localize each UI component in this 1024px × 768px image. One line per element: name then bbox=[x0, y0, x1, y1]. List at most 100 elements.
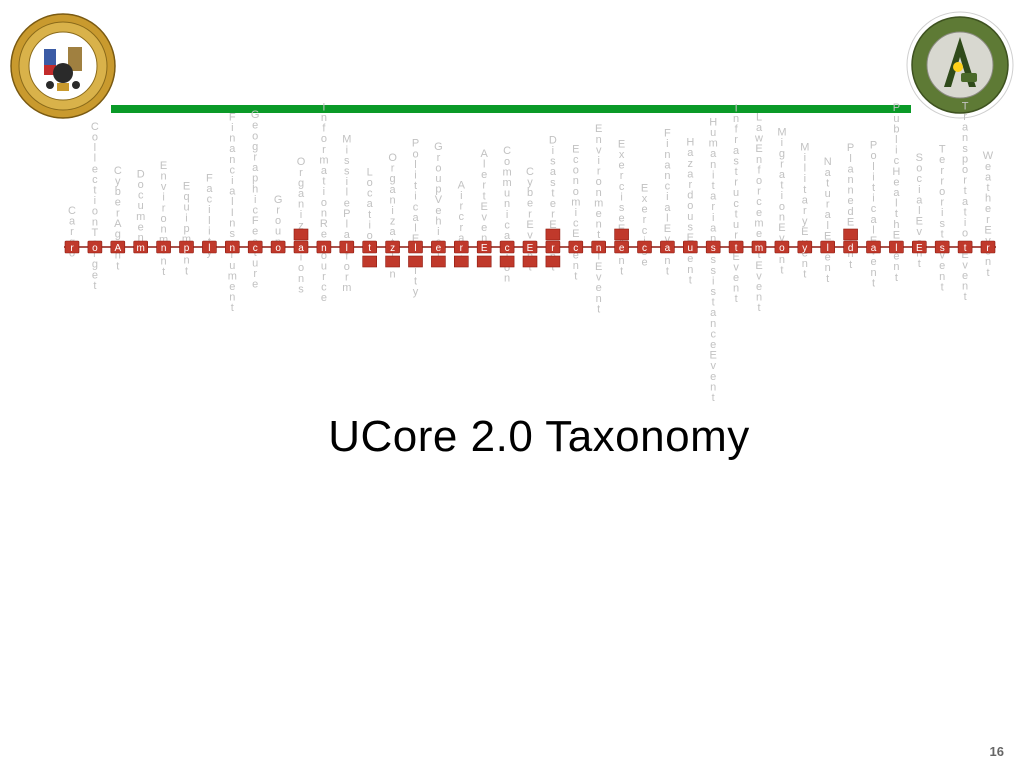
taxonomy-node: Locationt bbox=[362, 166, 378, 254]
taxonomy-node: Organizationz bbox=[385, 152, 400, 281]
taxonomy-node-letter: E bbox=[916, 243, 923, 254]
taxonomy-node-letter: t bbox=[368, 243, 371, 254]
taxonomy-node: AlertEventE bbox=[476, 148, 492, 255]
taxonomy-node-label: WeatherEvent bbox=[983, 150, 994, 279]
taxonomy-node-box bbox=[293, 240, 309, 254]
taxonomy-node-letter: l bbox=[827, 243, 829, 254]
taxonomy-branch-node bbox=[453, 255, 469, 268]
taxonomy-branch-node bbox=[545, 255, 561, 268]
taxonomy-node: SocialEventE bbox=[911, 152, 927, 270]
taxonomy-node-box bbox=[156, 240, 171, 254]
taxonomy-node: PoliticalEventa bbox=[866, 140, 881, 289]
taxonomy-node: LawEnforcementEventm bbox=[751, 111, 767, 314]
taxonomy-node-box bbox=[453, 240, 469, 254]
taxonomy-node: MilitaryEventy bbox=[797, 141, 813, 281]
taxonomy-node-letter: y bbox=[802, 243, 807, 254]
taxonomy-node-box bbox=[820, 240, 836, 254]
taxonomy-node-letter: r bbox=[70, 243, 74, 254]
taxonomy-node-letter: l bbox=[346, 243, 348, 254]
taxonomy-node-box bbox=[797, 240, 813, 254]
taxonomy-node-box bbox=[522, 240, 538, 254]
taxonomy-node: Communicationc bbox=[499, 145, 515, 284]
taxonomy-node-box bbox=[728, 240, 744, 254]
taxonomy-node-box bbox=[476, 240, 492, 254]
taxonomy-node-letter: d bbox=[848, 243, 854, 254]
taxonomy-node: HazardousEventu bbox=[682, 137, 698, 286]
taxonomy-node-letter: p bbox=[184, 243, 190, 254]
taxonomy-node: Organizationsa bbox=[293, 156, 309, 295]
taxonomy-node-letter: n bbox=[321, 243, 327, 254]
taxonomy-node-label: Equipment bbox=[182, 181, 191, 278]
taxonomy-node-letter: a bbox=[665, 243, 671, 254]
taxonomy-node-box bbox=[614, 240, 629, 254]
taxonomy-node-box bbox=[499, 240, 515, 254]
taxonomy-node-label: GeographicFeature bbox=[251, 109, 260, 291]
taxonomy-node-box bbox=[202, 240, 217, 254]
taxonomy-node-box bbox=[133, 240, 148, 254]
taxonomy-node: EconomicEventc bbox=[568, 143, 584, 283]
taxonomy-node-box bbox=[934, 240, 950, 254]
taxonomy-node-label: LawEnforcementEvent bbox=[754, 111, 764, 314]
taxonomy-node-box bbox=[568, 240, 584, 254]
taxonomy-node-letter: l bbox=[895, 243, 897, 254]
taxonomy-node-letter: r bbox=[551, 243, 555, 254]
taxonomy-node: InformationResourcen bbox=[316, 101, 332, 304]
taxonomy-node-box bbox=[682, 240, 698, 254]
taxonomy-node-letter: A bbox=[114, 243, 121, 254]
taxonomy-node: Aircraftr bbox=[453, 179, 469, 266]
department-of-the-army-seal-icon bbox=[10, 13, 116, 119]
taxonomy-branch-node bbox=[476, 255, 492, 268]
taxonomy-node: Documentm bbox=[133, 168, 148, 255]
taxonomy-node-box bbox=[980, 240, 996, 254]
taxonomy-node-letter: n bbox=[596, 243, 602, 254]
taxonomy-node-box bbox=[774, 240, 790, 254]
taxonomy-branch-node bbox=[614, 228, 629, 241]
taxonomy-node-box bbox=[957, 240, 973, 254]
taxonomy-node-label: ExerciseEvent bbox=[618, 138, 625, 277]
taxonomy-node-box bbox=[316, 240, 332, 254]
taxonomy-node-label: PoliticalEntity bbox=[412, 138, 420, 298]
taxonomy-node: Facilityl bbox=[202, 172, 217, 259]
taxonomy-node-box bbox=[545, 240, 561, 254]
taxonomy-node: MissilePlatforml bbox=[339, 134, 355, 294]
taxonomy-branch-node bbox=[408, 255, 423, 268]
taxonomy-node-label: HumanitarianAssistanceEvent bbox=[709, 116, 718, 404]
taxonomy-node-box bbox=[751, 240, 767, 254]
taxonomy-node-box bbox=[866, 240, 881, 254]
taxonomy-node-box bbox=[64, 240, 80, 254]
taxonomy-node: CollectionTargeto bbox=[87, 121, 103, 292]
taxonomy-node-label: InfrastructureEvent bbox=[732, 102, 740, 305]
taxonomy-node-label: InformationResource bbox=[319, 101, 328, 304]
taxonomy-node-box bbox=[889, 240, 904, 254]
taxonomy-node-letter: e bbox=[436, 243, 442, 254]
taxonomy-node-letter: z bbox=[390, 243, 395, 254]
taxonomy-node: Cargor bbox=[64, 205, 80, 259]
taxonomy-node-label: CollectionTarget bbox=[91, 121, 99, 292]
taxonomy-node-letter: c bbox=[573, 243, 578, 254]
taxonomy-node: CyberAgentA bbox=[110, 165, 126, 272]
taxonomy-node: Environmentn bbox=[156, 160, 171, 278]
taxonomy-node: EnvironmentalEventn bbox=[591, 123, 607, 315]
taxonomy-node: TerroristEvents bbox=[934, 144, 950, 293]
taxonomy-node-label: EconomicEvent bbox=[571, 143, 580, 282]
taxonomy-branch-node bbox=[499, 255, 515, 268]
taxonomy-node-label: MilitaryEvent bbox=[800, 141, 809, 280]
taxonomy-node-letter: e bbox=[619, 243, 625, 254]
taxonomy-node-letter: s bbox=[711, 243, 716, 254]
taxonomy-node-letter: E bbox=[527, 243, 534, 254]
cio-g6-seal-icon bbox=[906, 11, 1014, 119]
taxonomy-node-label: MissilePlatform bbox=[342, 134, 351, 294]
taxonomy-node-box bbox=[591, 240, 607, 254]
taxonomy-node-letter: r bbox=[460, 243, 464, 254]
taxonomy-node-label: AlertEvent bbox=[481, 148, 489, 255]
taxonomy-node-letter: a bbox=[871, 243, 877, 254]
taxonomy-node-letter: E bbox=[481, 243, 488, 254]
taxonomy-node: InfrastructureEventt bbox=[728, 102, 744, 305]
taxonomy-node-box bbox=[179, 240, 194, 254]
taxonomy-node: Groupo bbox=[270, 194, 286, 254]
taxonomy-node-label: TransportationEvent bbox=[961, 100, 969, 303]
taxonomy-node-letter: u bbox=[688, 243, 694, 254]
taxonomy-branch-node bbox=[545, 228, 561, 241]
